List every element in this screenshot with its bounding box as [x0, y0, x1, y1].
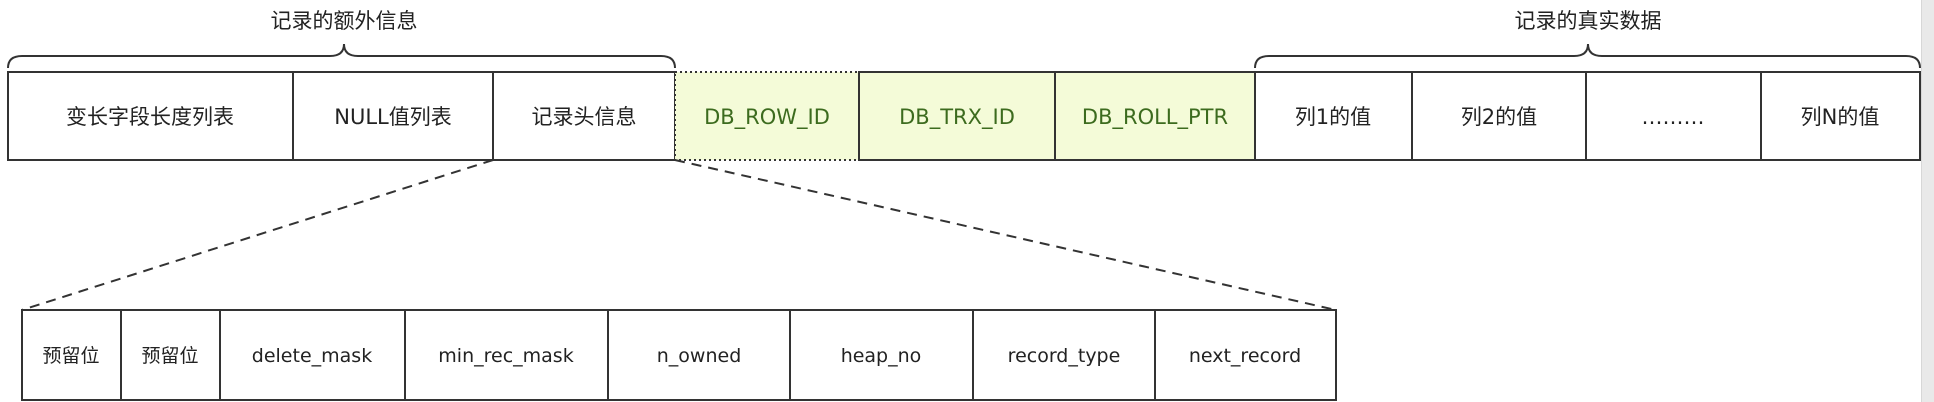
cell-col-ellipsis-label: ……… — [1642, 105, 1705, 129]
cell-null-list — [292, 71, 494, 161]
bit-heap-no — [789, 309, 974, 401]
cell-db-row-id-label: DB_ROW_ID — [704, 105, 830, 130]
expand-line-left — [21, 159, 494, 311]
cell-col-n — [1760, 71, 1921, 161]
top-row: 变长字段长度列表 NULL值列表 记录头信息 DB_ROW_ID DB_TRX_… — [7, 71, 1921, 161]
cell-db-roll-ptr-label: DB_ROLL_PTR — [1082, 105, 1228, 130]
bit-record-type-label: record_type — [1008, 345, 1121, 367]
right-scroll-gutter — [1921, 0, 1934, 402]
extra-info-label: 记录的额外信息 — [271, 9, 418, 33]
bit-min-rec-mask-label: min_rec_mask — [438, 345, 573, 367]
bit-n-owned-label: n_owned — [657, 345, 742, 367]
bit-heap-no-label: heap_no — [841, 345, 922, 367]
cell-var-len-list — [7, 71, 294, 161]
expand-line-right — [674, 159, 1337, 311]
bit-delete-mask — [219, 309, 406, 401]
cell-col-ellipsis — [1585, 71, 1762, 161]
cell-col-1-label: 列1的值 — [1295, 105, 1371, 129]
cell-col-n-label: 列N的值 — [1801, 105, 1880, 129]
bit-reserved-1 — [21, 309, 122, 401]
bit-next-record — [1154, 309, 1337, 401]
cell-db-trx-id-label: DB_TRX_ID — [899, 105, 1015, 130]
bit-record-type — [972, 309, 1156, 401]
bottom-row: 预留位 预留位 delete_mask min_rec_mask n_owned… — [21, 309, 1337, 401]
cell-db-row-id — [674, 71, 860, 161]
bit-delete-mask-label: delete_mask — [252, 345, 372, 367]
extra-info-brace — [7, 43, 676, 69]
cell-col-2 — [1411, 71, 1587, 161]
bit-reserved-2-label: 预留位 — [141, 345, 198, 367]
cell-null-list-label: NULL值列表 — [334, 105, 451, 129]
real-data-brace — [1254, 43, 1921, 69]
cell-record-header-label: 记录头信息 — [532, 105, 637, 129]
bit-min-rec-mask — [404, 309, 609, 401]
bit-next-record-label: next_record — [1189, 345, 1301, 367]
real-data-label: 记录的真实数据 — [1515, 9, 1662, 33]
cell-record-header — [492, 71, 676, 161]
bit-reserved-1-label: 预留位 — [42, 345, 99, 367]
cell-col-2-label: 列2的值 — [1461, 105, 1537, 129]
bit-n-owned — [607, 309, 791, 401]
cell-var-len-list-label: 变长字段长度列表 — [66, 105, 234, 129]
